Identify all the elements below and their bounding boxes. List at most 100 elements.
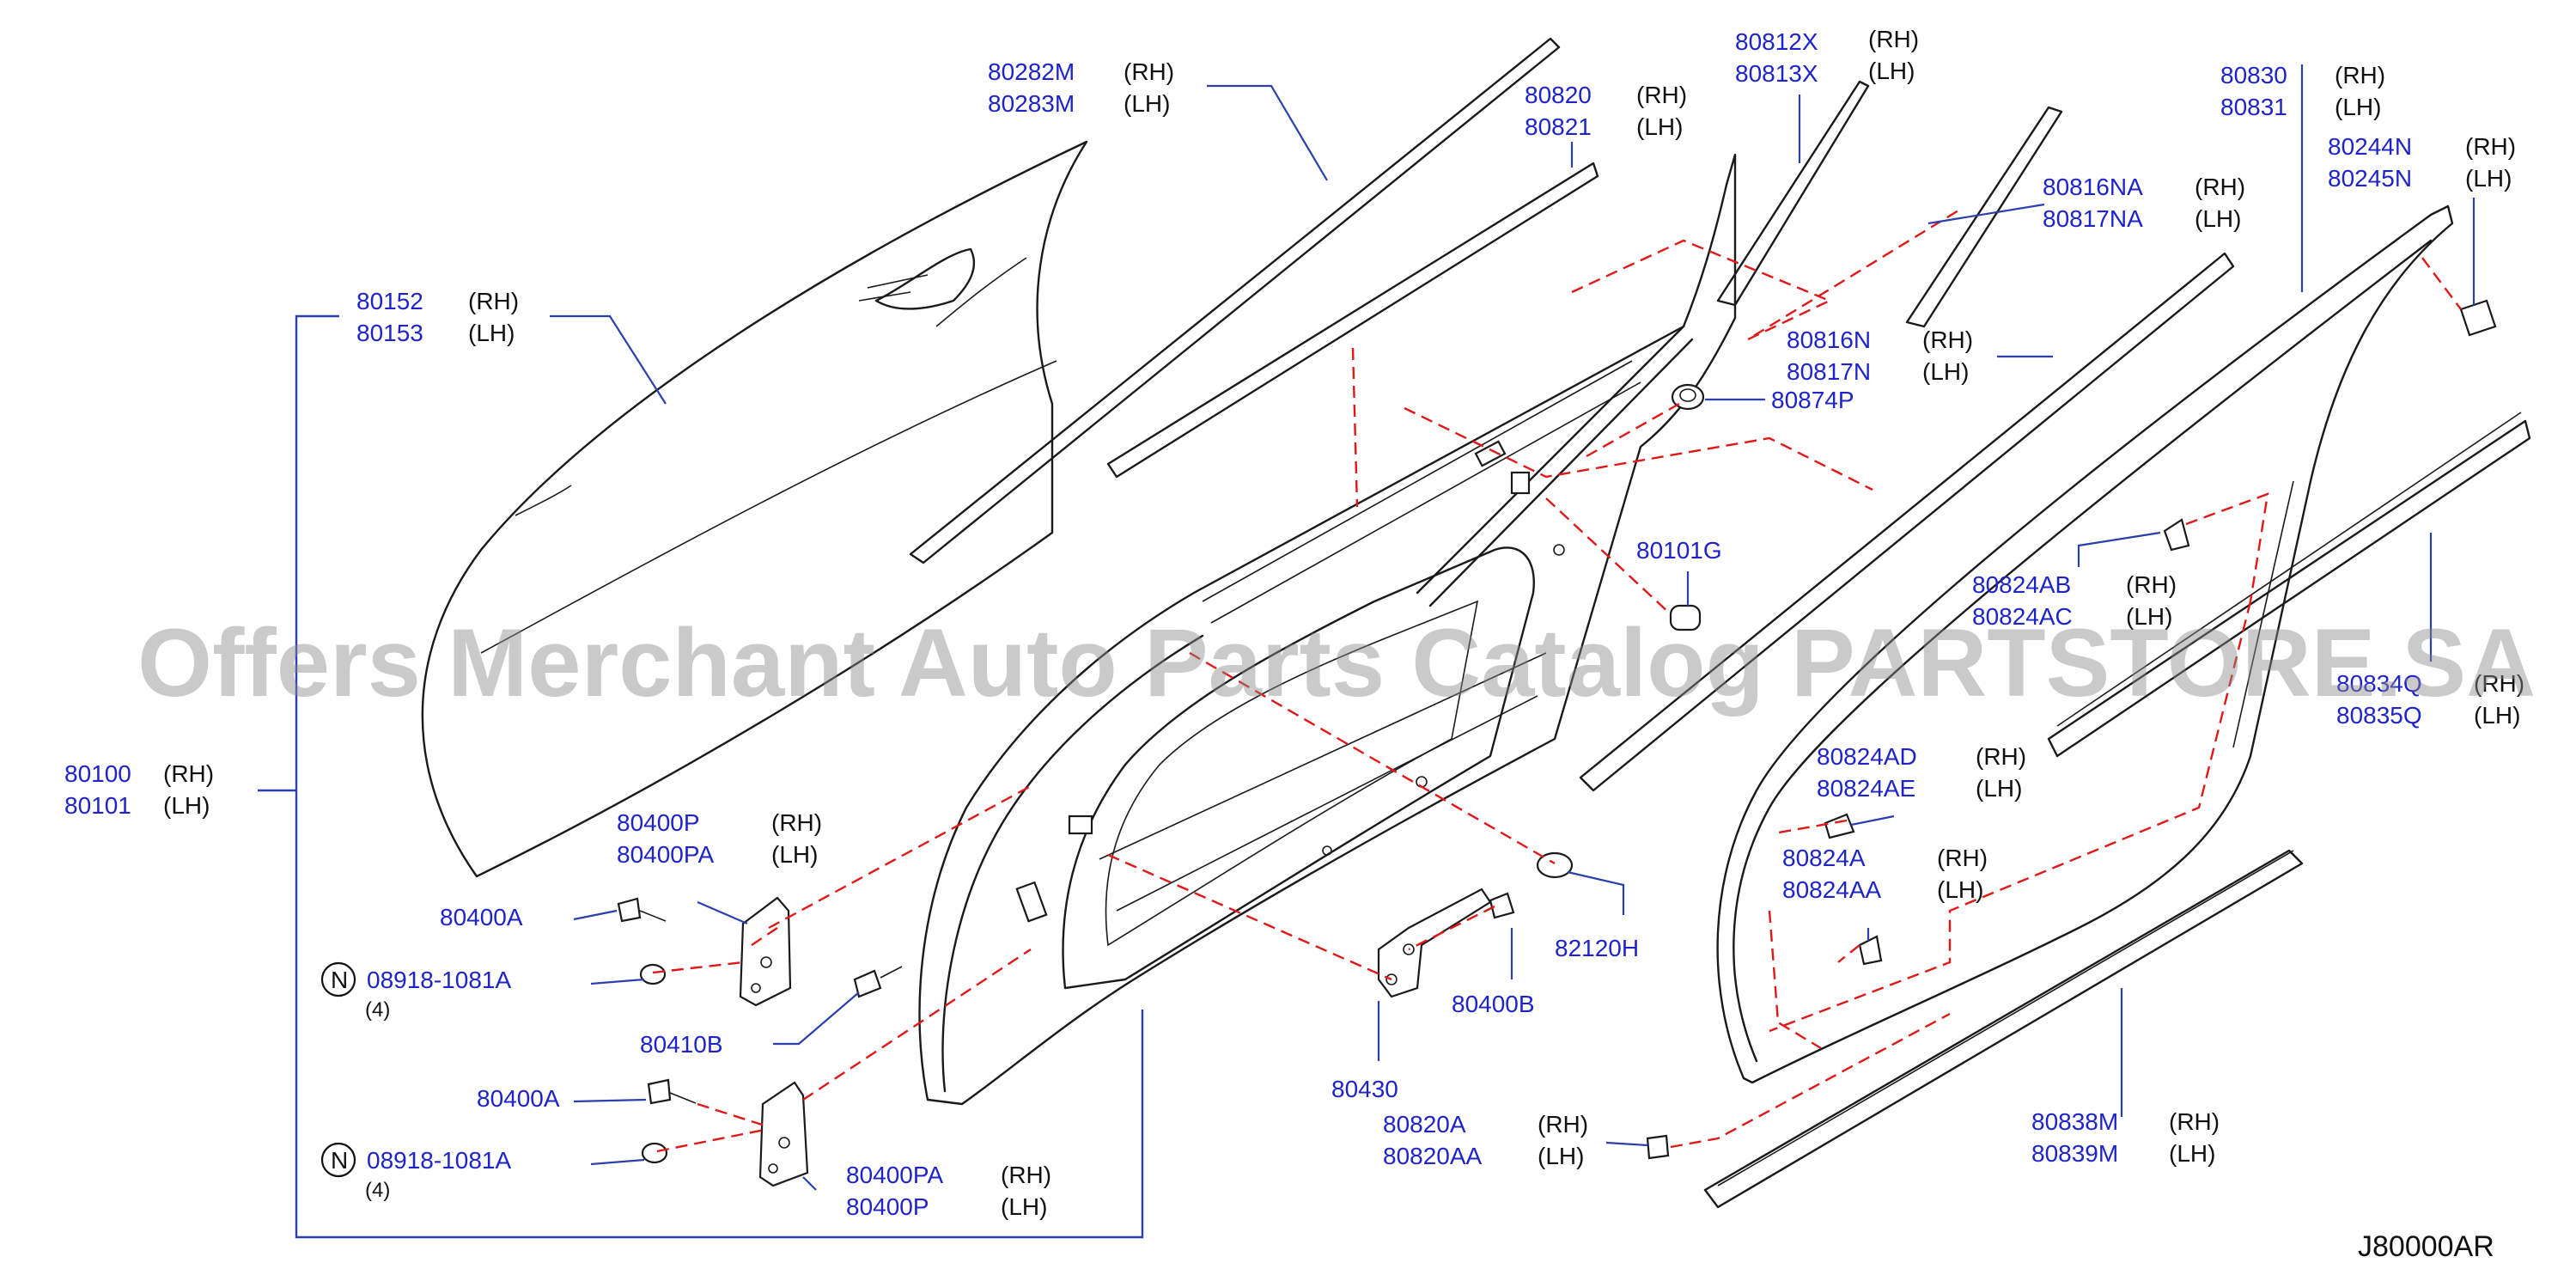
label-80820AA: 80820AA bbox=[1383, 1143, 1483, 1169]
label-80812X: 80812X bbox=[1735, 28, 1818, 55]
label-80824AC: 80824AC bbox=[1972, 603, 2073, 630]
label-80400P-upper: 80400P bbox=[617, 809, 700, 836]
label-80400A-upper: 80400A bbox=[440, 904, 523, 930]
clip-80820A bbox=[1646, 1134, 1670, 1160]
label-80101G: 80101G bbox=[1636, 537, 1722, 564]
label-80816NA-side: (RH) bbox=[2195, 174, 2245, 200]
label-80283M-side: (LH) bbox=[1124, 90, 1170, 117]
label-80430: 80430 bbox=[1331, 1076, 1398, 1102]
label-80824A-side: (RH) bbox=[1937, 845, 1988, 871]
label-80824AD-side: (RH) bbox=[1976, 743, 2026, 770]
note-symbol-lower-letter: N bbox=[331, 1147, 348, 1174]
label-80834Q: 80834Q bbox=[2336, 670, 2422, 697]
label-80100-side: (RH) bbox=[163, 760, 214, 787]
outer-door-panel bbox=[421, 140, 1088, 878]
label-80282M-side: (RH) bbox=[1124, 58, 1174, 85]
door-check-link bbox=[1377, 888, 1492, 998]
label-80101-side: (LH) bbox=[163, 792, 210, 819]
label-08918-lower: 08918-1081A bbox=[367, 1147, 511, 1174]
label-80813X-side: (LH) bbox=[1868, 58, 1915, 84]
label-80824AE-side: (LH) bbox=[1976, 775, 2022, 802]
label-80400PA-lower: 80400PA bbox=[846, 1162, 943, 1188]
label-80824AE: 80824AE bbox=[1817, 775, 1915, 802]
label-80817NA-side: (LH) bbox=[2195, 205, 2241, 232]
upper-hinge bbox=[739, 896, 792, 1007]
bolt-80400B bbox=[1489, 892, 1515, 919]
label-80400PA-lower-side: (RH) bbox=[1001, 1162, 1051, 1188]
label-80153: 80153 bbox=[356, 320, 423, 346]
note-symbol-lower bbox=[320, 1142, 356, 1178]
label-80874P: 80874P bbox=[1771, 387, 1854, 413]
nut-08918-lower bbox=[641, 1142, 668, 1164]
hole-plug-82120H bbox=[1536, 851, 1574, 879]
clip-80244N bbox=[2459, 299, 2497, 337]
door-inner-frame bbox=[918, 153, 1737, 1106]
note-symbol-upper-letter: N bbox=[331, 967, 348, 993]
label-80400B: 80400B bbox=[1452, 991, 1535, 1017]
label-80820AA-side: (LH) bbox=[1538, 1143, 1584, 1169]
label-80824AB-side: (RH) bbox=[2126, 571, 2177, 598]
label-80283M: 80283M bbox=[988, 90, 1075, 117]
inner-belt-weatherstrip bbox=[1106, 162, 1599, 479]
assembly-guide-lines bbox=[652, 209, 2462, 1153]
label-08918-lower-qty: (4) bbox=[365, 1179, 390, 1202]
label-80835Q-side: (LH) bbox=[2474, 702, 2520, 729]
label-80831-side: (LH) bbox=[2335, 94, 2381, 120]
label-80400P-upper-side: (RH) bbox=[771, 809, 822, 836]
label-80812X-side: (RH) bbox=[1868, 26, 1919, 52]
label-80821-side: (LH) bbox=[1636, 113, 1683, 140]
label-08918-upper-qty: (4) bbox=[365, 998, 390, 1022]
label-80824AC-side: (LH) bbox=[2126, 603, 2172, 630]
label-80830-side: (RH) bbox=[2335, 62, 2385, 88]
label-80817N-side: (LH) bbox=[1922, 358, 1969, 385]
label-80834Q-side: (RH) bbox=[2474, 670, 2524, 697]
clip-80824AB bbox=[2163, 518, 2190, 552]
door-weatherstrip-loop bbox=[1716, 204, 2454, 1084]
label-80820A-side: (RH) bbox=[1538, 1111, 1588, 1138]
bolt-80400A-upper bbox=[617, 897, 667, 923]
label-80839M-side: (LH) bbox=[2169, 1140, 2215, 1167]
label-80816N: 80816N bbox=[1787, 326, 1871, 353]
label-80820: 80820 bbox=[1525, 82, 1592, 108]
grommet-80874P bbox=[1671, 383, 1705, 411]
label-80244N: 80244N bbox=[2328, 133, 2412, 160]
sash-molding-80812X bbox=[1716, 80, 1870, 307]
lower-sill-seal bbox=[1703, 849, 2304, 1209]
label-80816N-side: (RH) bbox=[1922, 326, 1973, 353]
label-80838M-side: (RH) bbox=[2169, 1108, 2220, 1135]
clip-80824AD bbox=[1824, 813, 1855, 839]
label-80282M: 80282M bbox=[988, 58, 1075, 85]
label-80152-side: (RH) bbox=[468, 288, 519, 314]
label-80831: 80831 bbox=[2220, 94, 2287, 120]
lower-hinge bbox=[758, 1081, 809, 1187]
label-80400PA-upper-side: (LH) bbox=[771, 841, 818, 868]
label-80245N: 80245N bbox=[2328, 165, 2412, 192]
label-80824AB: 80824AB bbox=[1972, 571, 2071, 598]
label-80400P-lower-side: (LH) bbox=[1001, 1193, 1047, 1220]
label-80824AD: 80824AD bbox=[1817, 743, 1917, 770]
label-80838M: 80838M bbox=[2031, 1108, 2118, 1135]
label-80153-side: (LH) bbox=[468, 320, 515, 346]
note-symbol-upper bbox=[320, 961, 356, 997]
label-80821: 80821 bbox=[1525, 113, 1592, 140]
label-80817NA: 80817NA bbox=[2043, 205, 2143, 232]
outer-belt-molding bbox=[909, 37, 1561, 564]
nut-08918-upper bbox=[639, 963, 667, 985]
part-labels: 80282M (RH) 80283M (LH) 80820 (RH) 80821… bbox=[64, 26, 2524, 1263]
label-80100: 80100 bbox=[64, 760, 131, 787]
label-08918-upper: 08918-1081A bbox=[367, 967, 511, 993]
bumper-80101G bbox=[1669, 604, 1702, 631]
label-80244N-side: (RH) bbox=[2465, 133, 2516, 160]
bolt-80400A-lower bbox=[647, 1078, 697, 1105]
label-80835Q: 80835Q bbox=[2336, 702, 2422, 729]
clip-80824A bbox=[1858, 935, 1883, 966]
sash-molding-80816NA bbox=[1905, 106, 2063, 328]
label-80400P-lower: 80400P bbox=[846, 1193, 929, 1220]
label-80410B: 80410B bbox=[640, 1031, 723, 1058]
label-80820-side: (RH) bbox=[1636, 82, 1687, 108]
label-80400A-lower: 80400A bbox=[477, 1085, 560, 1112]
label-82120H: 82120H bbox=[1555, 935, 1639, 961]
weatherstrip-80816N bbox=[1579, 252, 2235, 792]
watermark: Offers Merchant Auto Parts Catalog PARTS… bbox=[137, 609, 2536, 717]
label-80813X: 80813X bbox=[1735, 60, 1818, 87]
